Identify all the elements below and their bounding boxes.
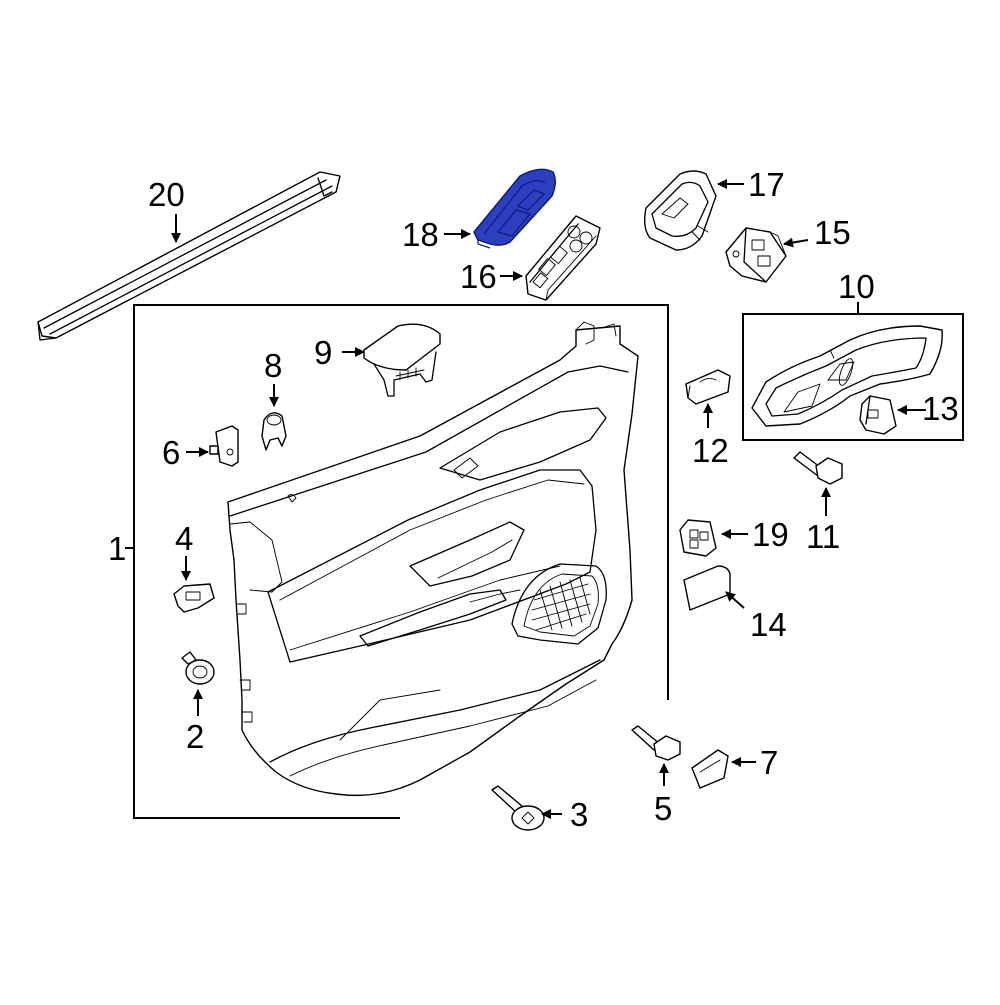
part-2-push-nut[interactable] xyxy=(181,651,215,685)
callout-10: 10 xyxy=(838,268,875,305)
callout-1: 1 xyxy=(108,530,126,567)
callout-3: 3 xyxy=(570,796,588,833)
callout-13: 13 xyxy=(922,390,959,427)
callout-20: 20 xyxy=(148,176,185,213)
part-11-bolt[interactable] xyxy=(793,451,843,485)
callout-17: 17 xyxy=(748,166,785,203)
part-12-clip[interactable] xyxy=(685,369,731,405)
callout-5: 5 xyxy=(654,790,672,827)
door-panel-frame xyxy=(125,304,669,819)
callout-18: 18 xyxy=(402,216,439,253)
part-6-retainer[interactable] xyxy=(209,425,239,467)
part-1-door-panel[interactable] xyxy=(227,321,639,797)
part-10-handle-assembly[interactable] xyxy=(751,325,943,427)
callout-12: 12 xyxy=(692,432,729,469)
callout-2: 2 xyxy=(186,718,204,755)
part-13-switch[interactable] xyxy=(859,395,897,435)
callout-4: 4 xyxy=(175,520,193,557)
part-19-switch[interactable] xyxy=(679,519,717,557)
part-3-screw[interactable] xyxy=(491,785,545,831)
part-18-switch-bezel[interactable] xyxy=(473,168,556,249)
part-20-weatherstrip[interactable] xyxy=(37,171,341,341)
callout-19: 19 xyxy=(752,516,789,553)
part-17-handle-bezel[interactable] xyxy=(643,170,717,251)
part-4-clip[interactable] xyxy=(173,583,215,613)
callout-9: 9 xyxy=(314,334,332,371)
part-7-cap[interactable] xyxy=(691,749,729,789)
part-8-clip[interactable] xyxy=(261,412,287,451)
part-5-bolt[interactable] xyxy=(631,725,681,761)
callout-6: 6 xyxy=(162,434,180,471)
callout-11: 11 xyxy=(806,518,840,555)
callout-14: 14 xyxy=(750,606,787,643)
part-16-window-switch[interactable] xyxy=(525,215,601,301)
handle-group-frame xyxy=(742,313,964,441)
part-15-lock-switch[interactable] xyxy=(725,227,787,283)
callout-numbers: 1 2 3 4 5 6 7 8 9 10 11 12 13 14 15 16 1… xyxy=(108,166,959,833)
callout-15: 15 xyxy=(814,214,851,251)
callout-8: 8 xyxy=(264,347,282,384)
part-9-pocket[interactable] xyxy=(363,323,441,397)
callout-16: 16 xyxy=(460,258,497,295)
part-14-pad[interactable] xyxy=(683,565,731,611)
leader-lines xyxy=(171,179,926,819)
callout-7: 7 xyxy=(760,744,778,781)
